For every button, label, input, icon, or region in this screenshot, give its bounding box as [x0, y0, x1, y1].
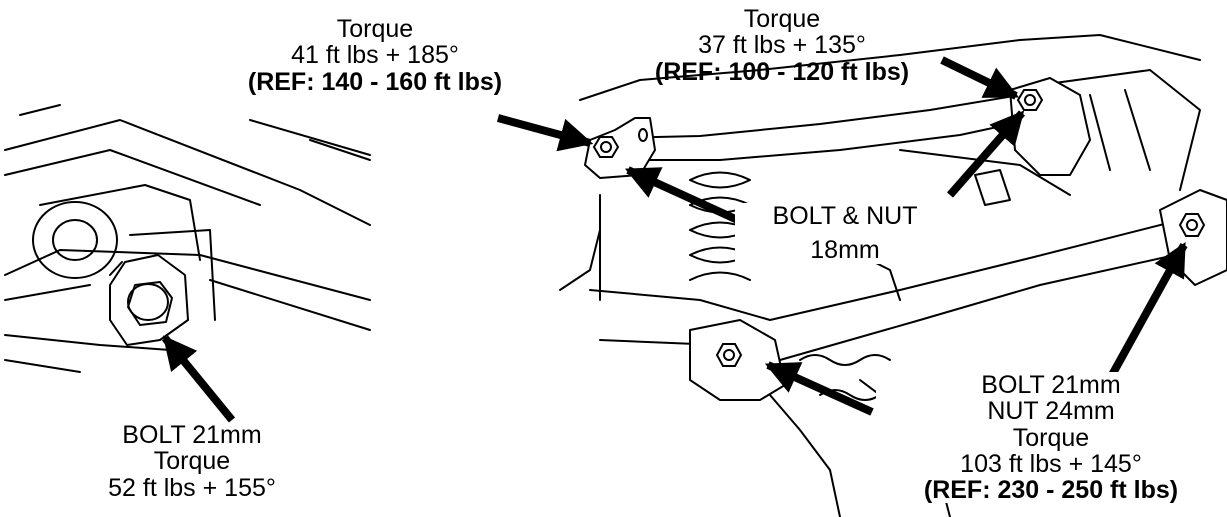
arrow-left-bolt [161, 335, 236, 423]
top-right-torque-ref: (REF: 100 - 120 ft lbs) [654, 57, 910, 86]
bottom-right-bolt-size: BOLT 21mm [981, 371, 1121, 399]
sway-bar-bracket-bolt-icon [592, 136, 620, 158]
top-right-torque-label: Torque 37 ft lbs + 135° (REF: 100 - 120 … [612, 6, 952, 85]
control-arm-rear-bolt-icon [1178, 213, 1206, 237]
left-bolt-torque-title: Torque [153, 447, 231, 476]
arrow-bolt-nut-lower [624, 166, 744, 226]
top-right-torque-title: Torque [743, 5, 821, 33]
arrow-sway-bracket [496, 114, 594, 152]
control-arm-front-bolt-icon [715, 343, 743, 367]
top-left-torque-value: 41 ft lbs + 185° [291, 41, 459, 70]
bottom-right-torque-title: Torque [1012, 423, 1090, 452]
callout-arrows [161, 56, 1188, 423]
bottom-right-torque-ref: (REF: 230 - 250 ft lbs) [923, 476, 1179, 504]
bolt-heads [592, 89, 1206, 367]
bolt-nut-label: BOLT & NUT 18mm [735, 203, 955, 264]
left-bolt-label: BOLT 21mm Torque 52 ft lbs + 155° [62, 422, 322, 501]
left-bolt-torque-value: 52 ft lbs + 155° [108, 473, 276, 502]
bolt-nut-size-value: 18mm [810, 236, 880, 265]
top-left-torque-ref: (REF: 140 - 160 ft lbs) [247, 67, 503, 96]
left-detail-view [4, 104, 371, 373]
arrow-end-link-bottom [946, 110, 1026, 198]
top-left-torque-title: Torque [336, 15, 414, 43]
arrow-control-arm-rear [1108, 242, 1188, 377]
arrow-end-link-top [940, 56, 1020, 100]
bottom-right-torque-label: BOLT 21mm NUT 24mm Torque 103 ft lbs + 1… [876, 372, 1226, 503]
top-left-torque-label: Torque 41 ft lbs + 185° (REF: 140 - 160 … [205, 16, 545, 95]
arrow-control-arm-front [764, 361, 874, 416]
bottom-right-torque-value: 103 ft lbs + 145° [960, 449, 1142, 478]
bolt-nut-size-title: BOLT & NUT [772, 202, 918, 230]
end-link-upper-bolt-icon [1016, 89, 1044, 111]
bottom-right-nut-size: NUT 24mm [987, 397, 1115, 426]
top-right-torque-value: 37 ft lbs + 135° [698, 31, 866, 60]
left-bolt-size: BOLT 21mm [122, 421, 262, 449]
